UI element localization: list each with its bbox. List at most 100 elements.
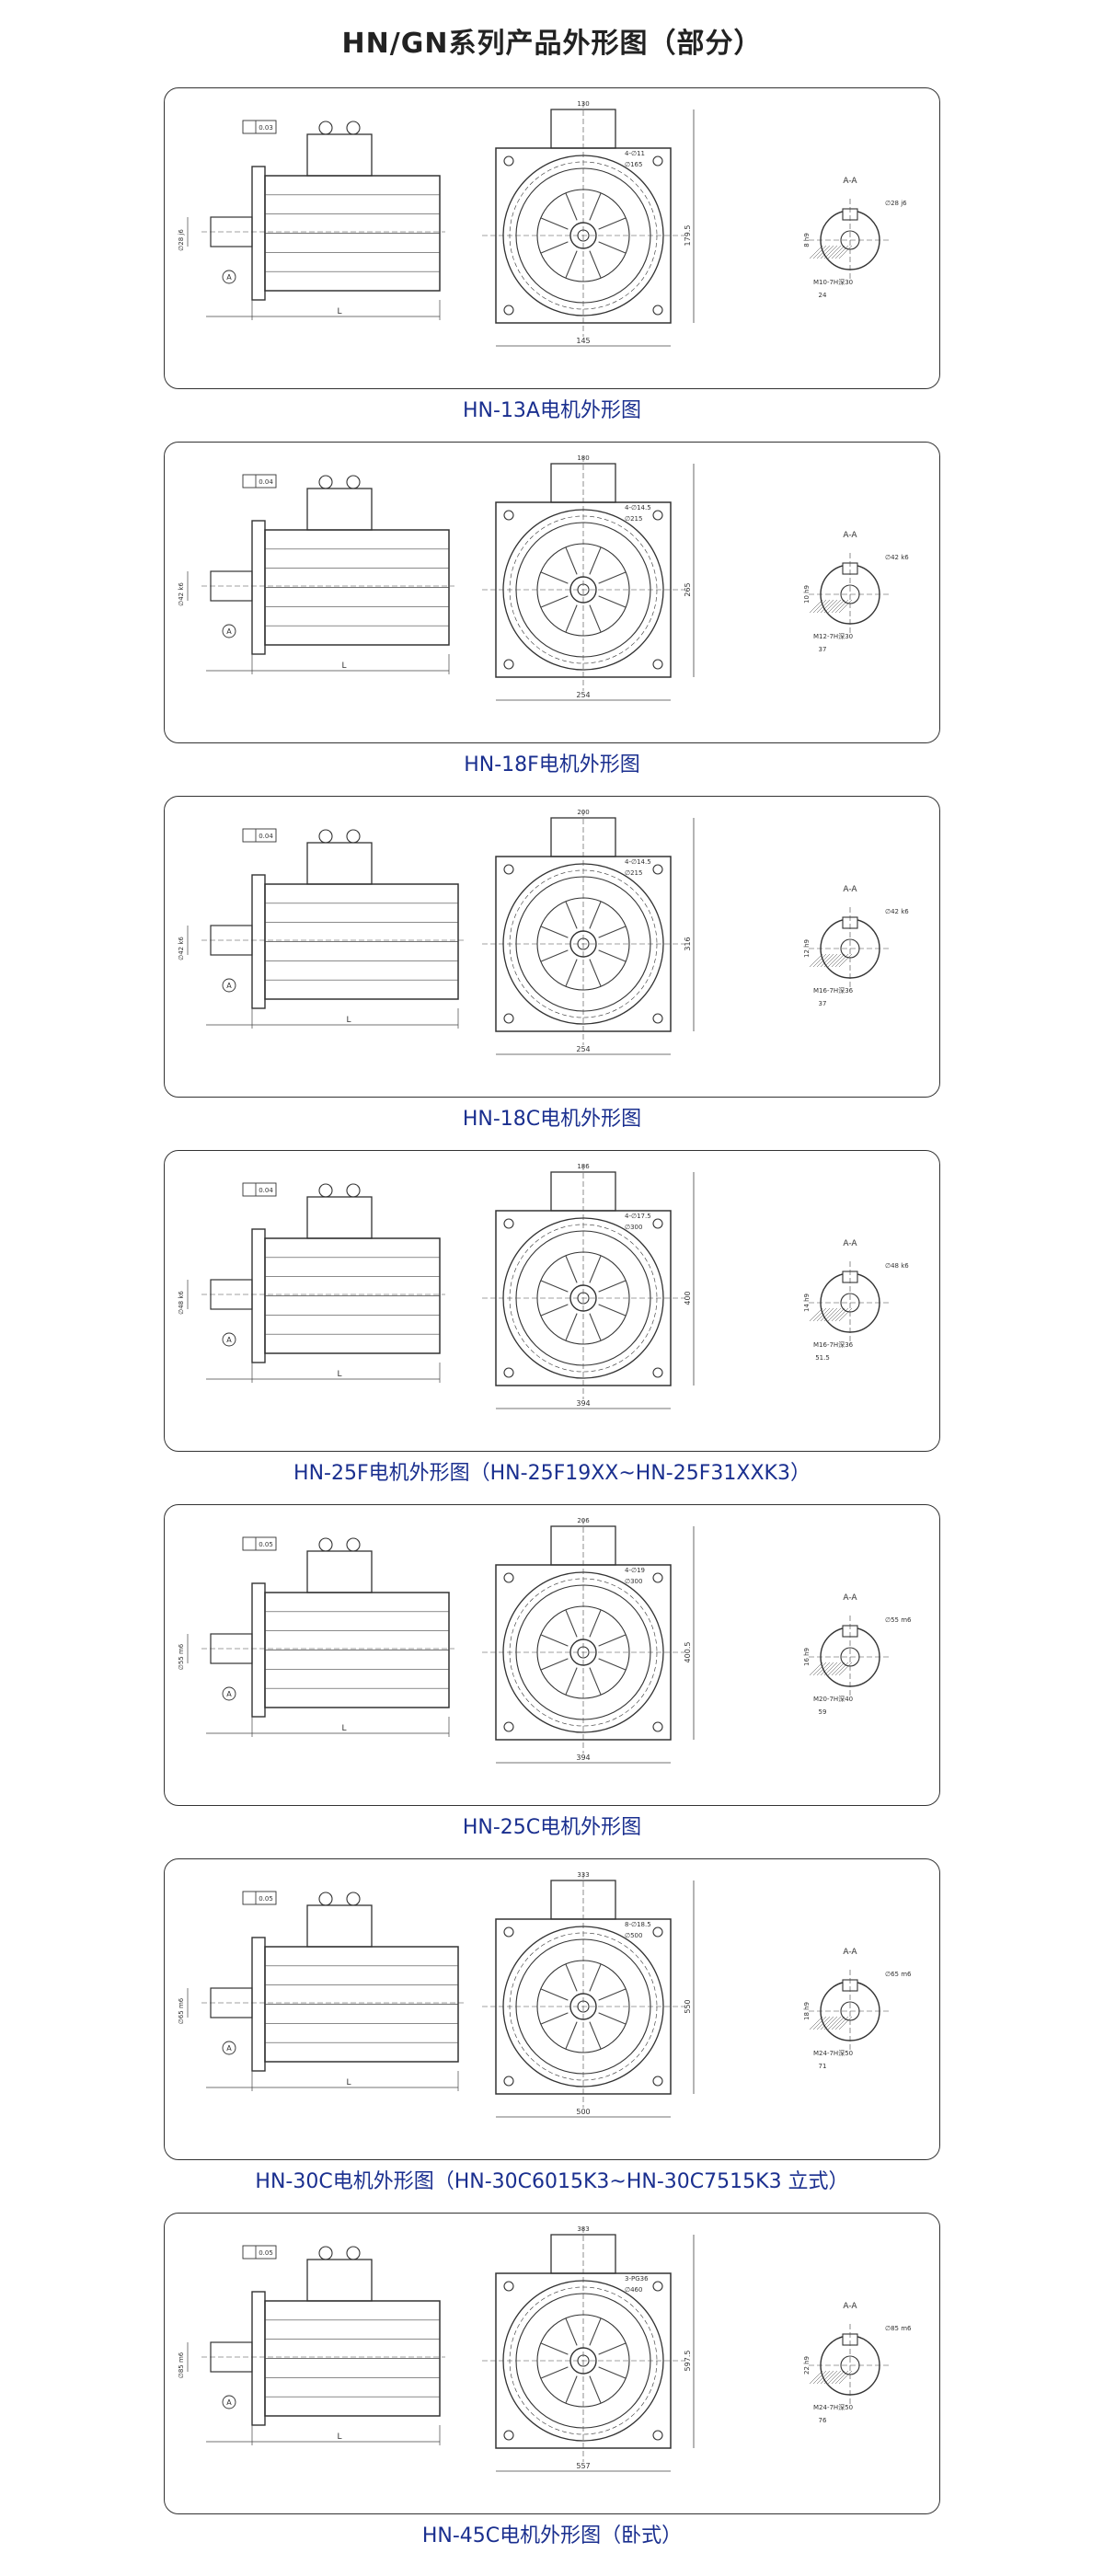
dimension-label: 4-∅17.5 <box>625 1213 651 1220</box>
drawing-line <box>598 1304 627 1317</box>
drawing-circle <box>318 475 333 489</box>
drawing-line <box>589 250 602 279</box>
dimension-label: ∅28 j6 <box>178 229 185 251</box>
dimension-label: 179.5 <box>684 225 692 247</box>
drawing-line <box>809 1307 823 1322</box>
drawing-line <box>589 546 602 575</box>
dimension-label: 597.5 <box>684 2351 692 2372</box>
dimension-label: 76 <box>819 2417 827 2424</box>
drawing-caption: HN-25F电机外形图（HN-25F19XX~HN-25F31XXK3） <box>293 1462 811 1485</box>
drawing-line <box>565 1963 578 1992</box>
drawing-circle <box>503 2281 514 2292</box>
drawing-line <box>565 546 578 575</box>
dimension-label: 37 <box>819 646 827 653</box>
dimension-label: 4-∅14.5 <box>625 504 651 512</box>
drawing-line <box>598 1988 627 2001</box>
dimension-label: 8-∅18.5 <box>625 1921 651 1928</box>
dimension-label: 0.05 <box>259 1541 273 1548</box>
drawing-line <box>540 926 569 938</box>
drawing-line <box>812 1662 827 1676</box>
drawing-circle <box>346 121 361 135</box>
drawing-line <box>540 1988 569 2001</box>
drawing-circle <box>503 1013 514 1024</box>
drawing-circle <box>222 1686 236 1701</box>
drawing-line <box>589 959 602 987</box>
drawing-line <box>831 599 845 614</box>
drawing-line <box>831 953 845 968</box>
drawing-circle <box>503 659 514 670</box>
drawing-line <box>540 1658 569 1671</box>
dimension-label: 265 <box>684 582 692 596</box>
drawing-line <box>589 2021 602 2050</box>
drawing-line <box>838 599 853 614</box>
drawing-line <box>809 245 823 259</box>
drawing-line <box>565 1313 578 1341</box>
drawing-line <box>598 926 627 938</box>
drawing-line <box>820 2370 834 2385</box>
drawing-line <box>812 2016 827 2030</box>
drawing-line <box>820 2016 834 2030</box>
drawing-circle <box>503 305 514 316</box>
drawing-line <box>589 2375 602 2404</box>
drawing-line <box>834 599 849 614</box>
drawing-outline <box>306 842 373 885</box>
drawing-outline <box>306 488 373 531</box>
dimension-label: ∅215 <box>625 515 642 523</box>
dimension-label: M16-7H深36 <box>813 986 854 995</box>
drawing-line <box>827 245 842 259</box>
drawing-circle <box>222 2041 236 2055</box>
drawing-line <box>823 1307 838 1322</box>
drawing-line <box>823 2016 838 2030</box>
dimension-label: 24 <box>819 292 827 299</box>
drawing-outline <box>242 828 277 843</box>
drawing-outline <box>251 2291 266 2426</box>
dimension-label: A <box>226 2398 232 2407</box>
drawing-line <box>831 1307 845 1322</box>
dimension-label: 0.04 <box>259 478 273 486</box>
drawing-line <box>565 901 578 929</box>
drawing-circle <box>318 1892 333 1906</box>
drawing-line <box>565 2021 578 2050</box>
dimension-label: 0.05 <box>259 1895 273 1903</box>
dimension-label: ∅55 m6 <box>885 1616 912 1624</box>
drawing-line <box>589 1255 602 1283</box>
dimension-label: 71 <box>819 2063 827 2070</box>
motor-drawing: L0.05A∅85 m6557383597.53-PG36∅460A-A∅85 … <box>178 2225 912 2472</box>
side-view: L0.04A∅42 k6 <box>178 828 464 1029</box>
dimension-label: A-A <box>843 531 857 540</box>
dimension-label: 4-∅19 <box>625 1567 645 1574</box>
drawing-line <box>834 245 849 259</box>
drawing-line <box>831 2370 845 2385</box>
drawing-line <box>589 192 602 221</box>
dimension-label: M24-7H深50 <box>813 2049 853 2057</box>
dimension-label: 3-PG36 <box>625 2275 649 2283</box>
dimension-label: L <box>341 661 346 671</box>
drawing-line <box>565 2317 578 2346</box>
drawing-circle <box>318 1183 333 1198</box>
drawing-outline <box>242 1536 277 1551</box>
dimension-label: ∅65 m6 <box>885 1971 912 1978</box>
drawing-line <box>598 949 627 962</box>
drawing-line <box>816 2016 831 2030</box>
drawing-line <box>816 953 831 968</box>
dimension-label: 200 <box>577 809 589 816</box>
dimension-label: ∅55 m6 <box>178 1643 185 1670</box>
dimension-label: L <box>337 1370 341 1379</box>
drawing-outline <box>306 133 373 177</box>
drawing-outline <box>251 1937 266 2072</box>
dimension-label: M20-7H深40 <box>813 1695 853 1703</box>
drawing-outline <box>251 1582 266 1718</box>
drawing-line <box>598 595 627 608</box>
drawing-line <box>827 599 842 614</box>
drawing-outline <box>306 1196 373 1239</box>
drawing-circle <box>503 155 514 167</box>
drawing-circle <box>503 2430 514 2441</box>
drawing-line <box>838 953 853 968</box>
